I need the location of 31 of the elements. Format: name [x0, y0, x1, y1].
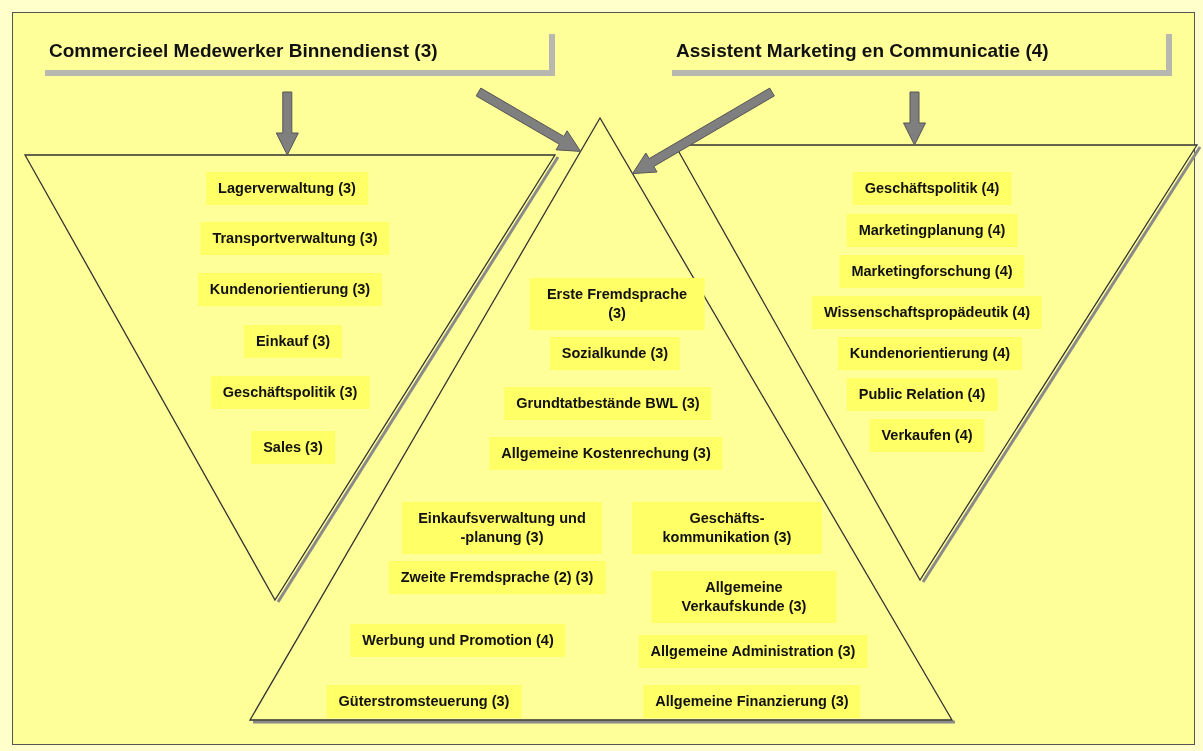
- topic-label: Werbung und Promotion (4): [350, 624, 566, 657]
- topic-label: Public Relation (4): [846, 378, 998, 411]
- topic-label: Geschäftspolitik (3): [210, 376, 370, 409]
- topic-label: Sales (3): [251, 431, 335, 464]
- topic-label: Zweite Fremdsprache (2) (3): [388, 561, 606, 594]
- topic-label: Einkaufsverwaltung und -planung (3): [402, 502, 602, 554]
- topic-label: Güterstromsteuerung (3): [326, 685, 522, 718]
- topic-label: Allgemeine Finanzierung (3): [643, 685, 861, 718]
- topic-label: Einkauf (3): [243, 325, 343, 358]
- arrow: [903, 91, 926, 146]
- topic-label: Lagerverwaltung (3): [206, 172, 368, 205]
- arrow: [632, 87, 775, 175]
- topic-label: Sozialkunde (3): [549, 337, 681, 370]
- topic-label: Transportverwaltung (3): [200, 222, 390, 255]
- topic-label: Wissenschaftspropädeutik (4): [811, 296, 1043, 329]
- topic-label: Geschäfts- kommunikation (3): [632, 502, 822, 554]
- topic-label: Verkaufen (4): [869, 419, 985, 452]
- arrow: [275, 91, 299, 156]
- topic-label: Allgemeine Administration (3): [638, 635, 868, 668]
- arrow: [475, 87, 582, 152]
- topic-label: Allgemeine Verkaufskunde (3): [651, 571, 837, 623]
- topic-label: Geschäftspolitik (4): [852, 172, 1012, 205]
- topic-label: Allgemeine Kostenrechung (3): [489, 437, 723, 470]
- topic-label: Grundtatbestände BWL (3): [504, 387, 712, 420]
- topic-label: Erste Fremdsprache (3): [529, 278, 705, 330]
- heading-label: Commercieel Medewerker Binnendienst (3): [45, 34, 555, 76]
- topic-label: Kundenorientierung (3): [197, 273, 383, 306]
- topic-label: Marketingforschung (4): [839, 255, 1025, 288]
- topic-label: Kundenorientierung (4): [837, 337, 1023, 370]
- topic-label: Marketingplanung (4): [846, 214, 1018, 247]
- heading-label: Assistent Marketing en Communicatie (4): [672, 34, 1172, 76]
